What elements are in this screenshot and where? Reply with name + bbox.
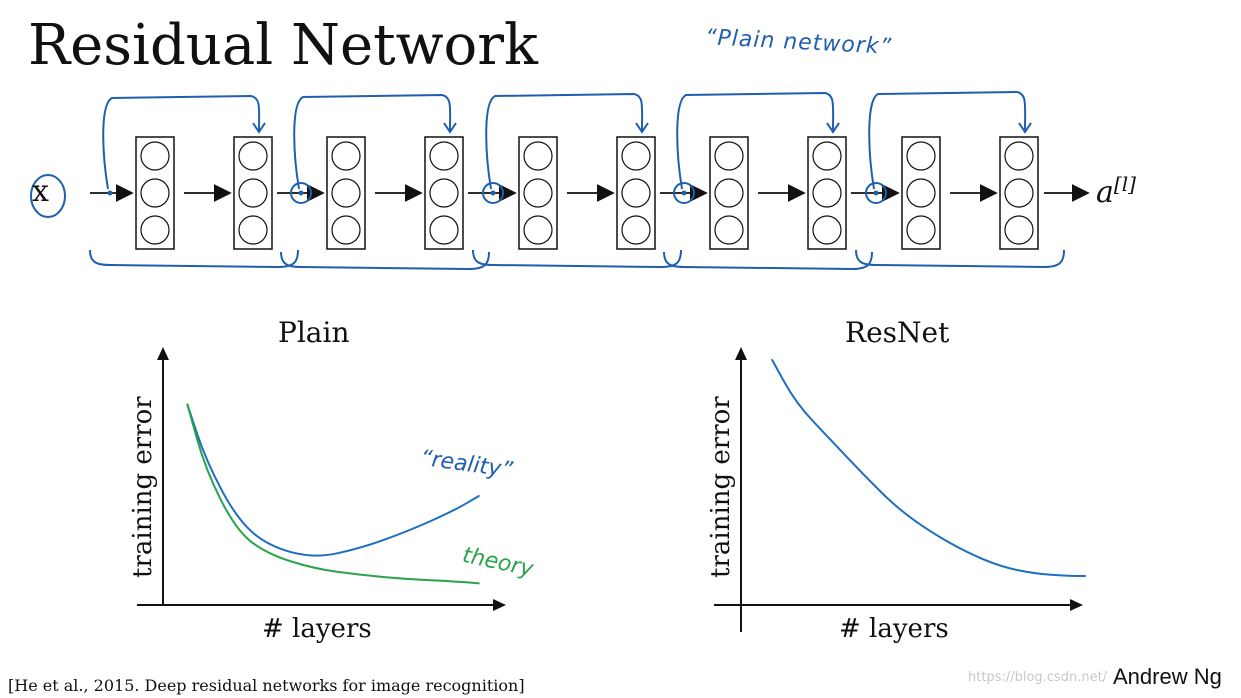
author-name: Andrew Ng [1113,664,1222,689]
resnet-x-axis-label: # layers [839,614,949,644]
plain-theory-line [186,403,480,585]
plain-y-axis-label: training error [128,396,158,578]
neuron [906,141,936,171]
layer-3-0 [709,136,749,250]
resnet-y-arrowhead [735,347,747,360]
neuron [523,141,553,171]
neuron [331,178,361,208]
neuron [621,141,651,171]
neuron [714,215,744,245]
layer-1-1 [424,136,464,250]
neuron [714,178,744,208]
layer-1-0 [326,136,366,250]
plain-x-arrowhead [493,599,506,611]
resnet-chart-title: ResNet [845,316,950,349]
skip-connection [102,94,261,190]
neuron [140,141,170,171]
skip-origin-dot [873,190,879,196]
layer-4-1 [999,136,1039,250]
skip-origin-dot [298,190,304,196]
plain-x-axis-label: # layers [262,614,372,644]
resnet-line [771,359,1086,577]
skip-origin-dot [681,190,687,196]
neuron [906,215,936,245]
neuron [1004,215,1034,245]
layer-0-0 [135,136,175,250]
neuron [1004,141,1034,171]
neuron [714,141,744,171]
neuron [812,215,842,245]
skip-arrowhead [252,122,266,134]
neuron [1004,178,1034,208]
neuron [238,141,268,171]
skip-arrowhead [635,122,649,134]
neuron [812,141,842,171]
neuron [621,178,651,208]
neuron [331,215,361,245]
residual-block-bracket [855,249,1065,269]
skip-add-node [482,182,504,204]
skip-add-node [673,182,695,204]
neuron [238,215,268,245]
input-x-label: x [32,174,49,209]
skip-origin-dot [490,190,496,196]
watermark: https://blog.csdn.net/ [968,670,1108,685]
citation: [He et al., 2015. Deep residual networks… [8,676,525,695]
neuron [429,141,459,171]
skip-arrowhead [443,122,457,134]
neuron [621,215,651,245]
neuron [331,141,361,171]
layer-2-1 [616,136,656,250]
skip-add-node [290,182,312,204]
neuron [238,178,268,208]
layer-0-1 [233,136,273,250]
neuron [140,215,170,245]
plain-chart-title: Plain [278,316,350,349]
output-activation-label: a[l] [1096,172,1136,210]
plain-reality-line [186,403,480,557]
skip-arrowhead [1018,122,1032,134]
input-circle [30,174,66,218]
skip-add-node [865,182,887,204]
skip-connection [293,93,452,190]
residual-block-bracket [280,251,490,271]
neuron [812,178,842,208]
neuron [140,178,170,208]
layer-2-0 [518,136,558,250]
skip-connection [485,92,644,190]
neuron [523,178,553,208]
skip-origin-dot [107,190,113,196]
skip-arrowhead [826,122,840,134]
output-base: a [1096,175,1114,210]
skip-connection [676,91,835,190]
slide-title: Residual Network [28,13,538,78]
residual-block-bracket [89,249,299,269]
neuron [429,178,459,208]
output-superscript: [l] [1113,172,1136,196]
residual-block-bracket [472,249,682,269]
layer-4-0 [901,136,941,250]
neuron [906,178,936,208]
neuron [429,215,459,245]
neuron [523,215,553,245]
resnet-x-arrowhead [1070,599,1083,611]
layer-3-1 [807,136,847,250]
skip-connection [868,90,1027,190]
plain-y-arrowhead [157,347,169,360]
resnet-y-axis-label: training error [706,396,736,578]
residual-block-bracket [663,251,873,271]
